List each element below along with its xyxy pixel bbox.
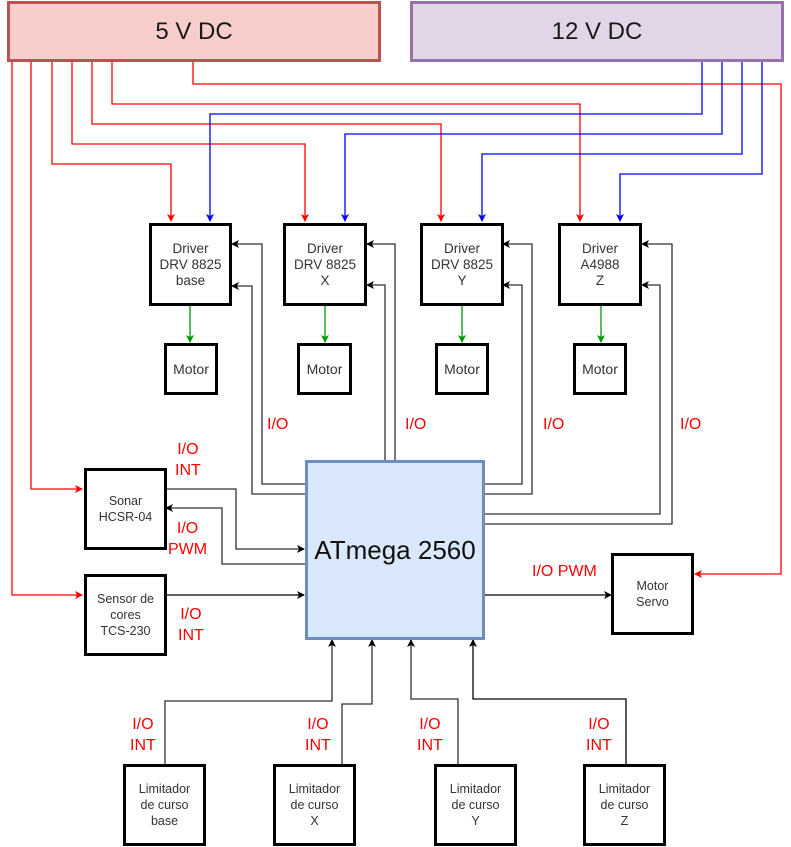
driver-base-label: Driver DRV 8825 base — [159, 240, 222, 288]
power-supply-5v-label: 5 V DC — [155, 17, 233, 45]
wire-5v-driver-x — [71, 61, 309, 222]
driver-base: Driver DRV 8825 base — [149, 223, 232, 306]
motor-z-label: Motor — [582, 361, 618, 377]
label-limit-y-int: I/O INT — [417, 716, 443, 754]
limit-switch-y-label: Limitador de curso Y — [449, 782, 502, 828]
servo-motor-label: Motor Servo — [636, 579, 669, 609]
wire-5v-sonar — [30, 61, 83, 493]
signal-mcu-driver-x-2 — [366, 281, 386, 461]
signal-sonar-mcu — [166, 488, 305, 553]
microcontroller-label: ATmega 2560 — [314, 534, 476, 565]
signal-limit-y-mcu — [407, 639, 459, 764]
wire-5v-driver-base — [51, 61, 175, 222]
signal-mcu-driver-base-1 — [231, 240, 306, 485]
driver-z: Driver A4988 Z — [558, 223, 642, 306]
wire-5v-driver-z — [111, 61, 584, 222]
wire-12v-driver-y — [478, 61, 743, 222]
limit-switch-x: Limitador de curso X — [273, 764, 356, 846]
power-supply-12v: 12 V DC — [410, 1, 784, 62]
wire-12v-driver-z — [616, 61, 763, 222]
motor-x: Motor — [297, 343, 352, 395]
wire-12v-driver-base — [206, 61, 703, 222]
wire-12v-driver-x — [341, 61, 723, 222]
motor-x-label: Motor — [306, 361, 343, 377]
signal-mcu-driver-x-1 — [366, 240, 396, 461]
wire-5v-driver-y — [91, 61, 445, 222]
label-limit-x-int: I/O INT — [305, 716, 331, 754]
sonar-sensor: Sonar HCSR-04 — [84, 468, 167, 550]
motor-base-label: Motor — [173, 361, 209, 377]
label-driver-x-io: I/O — [405, 416, 427, 433]
signal-mcu-driver-z-1 — [484, 240, 673, 525]
motor-y-label: Motor — [444, 361, 480, 377]
motor-y: Motor — [435, 343, 489, 395]
motor-z: Motor — [573, 343, 627, 395]
signal-mcu-driver-y-1 — [484, 240, 533, 495]
label-limit-z-int: I/O INT — [586, 716, 612, 754]
label-servo-pwm: I/O PWM — [532, 563, 597, 580]
sonar-sensor-label: Sonar HCSR-04 — [98, 494, 153, 524]
label-driver-base-io: I/O — [267, 416, 289, 433]
label-sonar-pwm: I/O PWM — [168, 520, 208, 558]
limit-switch-base: Limitador de curso base — [123, 764, 206, 846]
label-driver-y-io: I/O — [543, 416, 565, 433]
servo-motor: Motor Servo — [611, 553, 694, 635]
color-sensor-label: Sensor de cores TCS-230 — [97, 592, 154, 638]
wire-5v-color-sensor — [11, 61, 83, 599]
driver-y-label: Driver DRV 8825 Y — [430, 240, 494, 288]
limit-switch-y: Limitador de curso Y — [434, 764, 517, 846]
driver-x-label: Driver DRV 8825 X — [293, 240, 357, 288]
signal-mcu-driver-y-2 — [484, 281, 523, 485]
limit-switch-z-label: Limitador de curso Z — [598, 782, 651, 828]
limit-switch-base-label: Limitador de curso base — [138, 782, 191, 828]
signal-mcu-driver-z-2 — [484, 281, 661, 515]
signal-mcu-driver-base-2 — [231, 282, 306, 495]
signal-mcu-sonar — [165, 504, 306, 565]
label-limit-base-int: I/O INT — [130, 716, 156, 754]
signal-limit-base-mcu — [164, 639, 336, 764]
driver-z-label: Driver A4988 Z — [580, 240, 620, 288]
motor-base: Motor — [164, 343, 218, 395]
power-supply-12v-label: 12 V DC — [551, 17, 643, 45]
signal-limit-z-mcu — [469, 639, 627, 764]
label-driver-z-io: I/O — [680, 416, 702, 433]
wire-5v-servo — [192, 61, 782, 578]
driver-x: Driver DRV 8825 X — [283, 223, 367, 306]
microcontroller-atmega2560: ATmega 2560 — [305, 460, 485, 640]
power-supply-5v: 5 V DC — [7, 1, 381, 62]
color-sensor: Sensor de cores TCS-230 — [84, 574, 167, 656]
label-sonar-int: I/O INT — [175, 441, 201, 479]
driver-y: Driver DRV 8825 Y — [420, 223, 504, 306]
limit-switch-x-label: Limitador de curso X — [288, 782, 341, 828]
limit-switch-z: Limitador de curso Z — [583, 764, 666, 846]
label-color-int: I/O INT — [178, 606, 204, 644]
signal-limit-x-mcu — [341, 639, 376, 764]
